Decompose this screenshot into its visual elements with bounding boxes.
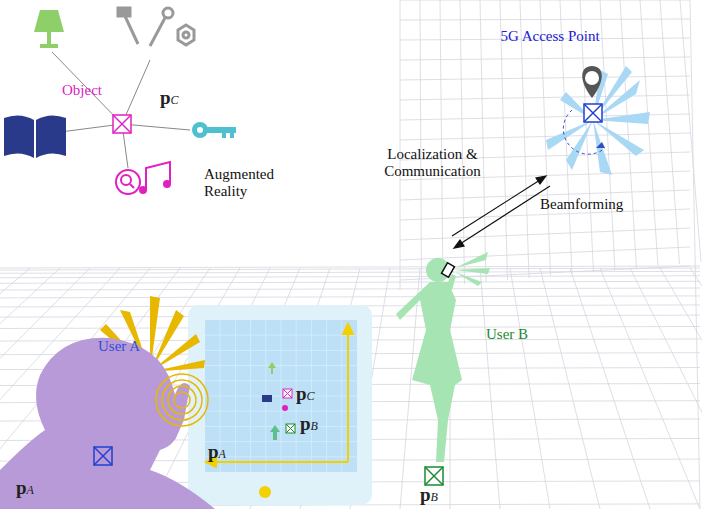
ap-beams <box>546 66 650 175</box>
annotation: Beamforming <box>540 196 623 213</box>
grid-line <box>341 320 342 472</box>
grid-line <box>0 266 700 268</box>
grid-line <box>400 57 690 60</box>
grid-line <box>400 19 690 20</box>
position-symbol: pC <box>160 88 179 110</box>
grid-line <box>205 441 357 442</box>
annotation: 5G Access Point <box>500 28 600 45</box>
grid-line <box>0 296 700 298</box>
grid-line <box>0 288 700 290</box>
position-symbol: pB <box>420 485 438 507</box>
grid-line <box>540 268 600 509</box>
grid-line <box>600 268 700 509</box>
grid-line <box>400 95 690 100</box>
grid-line <box>660 268 702 509</box>
grid-line <box>0 276 700 278</box>
music-icon <box>116 162 170 194</box>
annotation: Augmented Reality <box>204 166 294 200</box>
grid-line <box>510 268 550 509</box>
phone <box>442 263 455 277</box>
grid-line <box>0 271 700 273</box>
grid-line <box>0 281 700 283</box>
position-symbol: pA <box>16 478 34 500</box>
grid-line <box>400 76 690 80</box>
sound-rings <box>156 374 208 426</box>
tools-icon <box>118 8 194 46</box>
grid-line <box>400 228 690 240</box>
key-icon <box>192 122 236 138</box>
ap-pin <box>582 66 602 98</box>
grid-line <box>400 247 690 260</box>
grid-line <box>205 456 357 457</box>
book-icon <box>4 115 66 158</box>
grid-line <box>630 268 702 509</box>
grid-line <box>480 0 486 282</box>
grid-line <box>420 0 422 288</box>
user-a-figure <box>0 338 215 509</box>
grid-line <box>205 396 357 397</box>
user-a-marker <box>94 447 112 465</box>
annotation: User A <box>98 338 140 355</box>
annotation: User B <box>486 326 528 343</box>
grid-line <box>205 411 357 412</box>
position-symbol: pB <box>300 414 318 436</box>
user-b-figure <box>396 252 490 462</box>
grid-line <box>440 0 443 286</box>
sweep-head <box>596 142 605 148</box>
annotation: Localization & Communication <box>370 146 495 180</box>
grid-line <box>400 133 690 140</box>
position-symbol: pC <box>296 384 315 406</box>
object-marker <box>113 115 131 133</box>
grid-line <box>400 0 690 1</box>
grid-line <box>0 268 700 270</box>
grid-line <box>690 268 702 509</box>
position-symbol: pA <box>208 442 226 464</box>
annotation: Object <box>62 82 102 99</box>
grid-line <box>326 320 327 472</box>
grid-line <box>400 0 401 290</box>
grid-line <box>570 268 650 509</box>
grid-line <box>480 268 500 509</box>
lamp-icon <box>34 10 64 48</box>
grid-line <box>660 0 680 264</box>
grid-line <box>690 0 700 509</box>
ap-marker <box>584 104 602 122</box>
object-links <box>45 52 190 168</box>
user-b-marker <box>425 467 443 485</box>
link-arrows <box>452 176 550 248</box>
tablet <box>188 305 372 505</box>
grid-line <box>205 426 357 427</box>
grid-line <box>640 0 658 266</box>
